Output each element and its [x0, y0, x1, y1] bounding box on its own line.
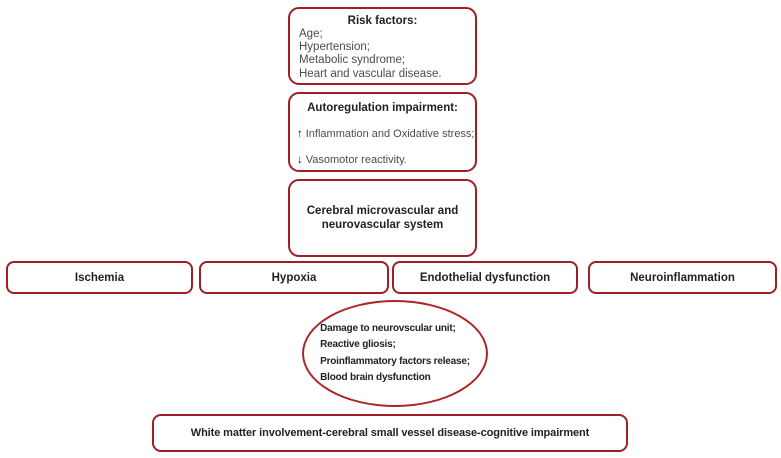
hypoxia-box: Hypoxia	[199, 261, 389, 294]
up-arrow-icon: ↑	[297, 128, 303, 140]
ischemia-box: Ischemia	[6, 261, 193, 294]
cerebral-system-label-line1: Cerebral microvascular and	[306, 204, 459, 217]
damage-line: Damage to neurovscular unit;	[320, 323, 456, 335]
damage-ellipse-text: Damage to neurovscular unit; Reactive gl…	[320, 321, 470, 386]
risk-factors-title: Risk factors:	[347, 15, 418, 27]
neuroinflammation-label: Neuroinflammation	[630, 271, 735, 284]
cerebral-system-box: Cerebral microvascular and neurovascular…	[288, 179, 477, 257]
autoregulation-item-label: Inflammation and Oxidative stress;	[305, 128, 475, 140]
neuroinflammation-box: Neuroinflammation	[588, 261, 777, 294]
autoregulation-item: ↑Inflammation and Oxidative stress;	[290, 127, 475, 141]
risk-factors-box: Risk factors: Age; Hypertension; Metabol…	[288, 7, 477, 85]
ischemia-label: Ischemia	[74, 271, 125, 284]
risk-factors-list: Age; Hypertension; Metabolic syndrome; H…	[290, 27, 475, 81]
outcome-box: White matter involvement-cerebral small …	[152, 414, 628, 452]
endothelial-dysfunction-box: Endothelial dysfunction	[392, 261, 578, 294]
endothelial-dysfunction-label: Endothelial dysfunction	[419, 271, 551, 284]
risk-factor-item: Heart and vascular disease.	[299, 67, 442, 80]
outcome-label: White matter involvement-cerebral small …	[190, 427, 590, 439]
risk-factor-item: Hypertension;	[299, 41, 370, 54]
down-arrow-icon: ↓	[297, 154, 303, 166]
autoregulation-title: Autoregulation impairment:	[307, 102, 458, 114]
risk-factor-item: Age;	[299, 28, 323, 40]
damage-line: Reactive gliosis;	[320, 339, 396, 351]
hypoxia-label: Hypoxia	[271, 271, 317, 284]
autoregulation-item-label: Vasomotor reactivity.	[305, 154, 407, 166]
autoregulation-box: Autoregulation impairment: ↑Inflammation…	[288, 92, 477, 172]
cerebral-system-label-line2: neurovascular system	[321, 219, 444, 231]
damage-line: Blood brain dysfunction	[320, 371, 431, 383]
damage-ellipse: Damage to neurovscular unit; Reactive gl…	[302, 300, 488, 407]
autoregulation-item: ↓Vasomotor reactivity.	[290, 153, 475, 167]
risk-factor-item: Metabolic syndrome;	[299, 54, 406, 67]
damage-line: Proinflammatory factors release;	[320, 355, 470, 367]
